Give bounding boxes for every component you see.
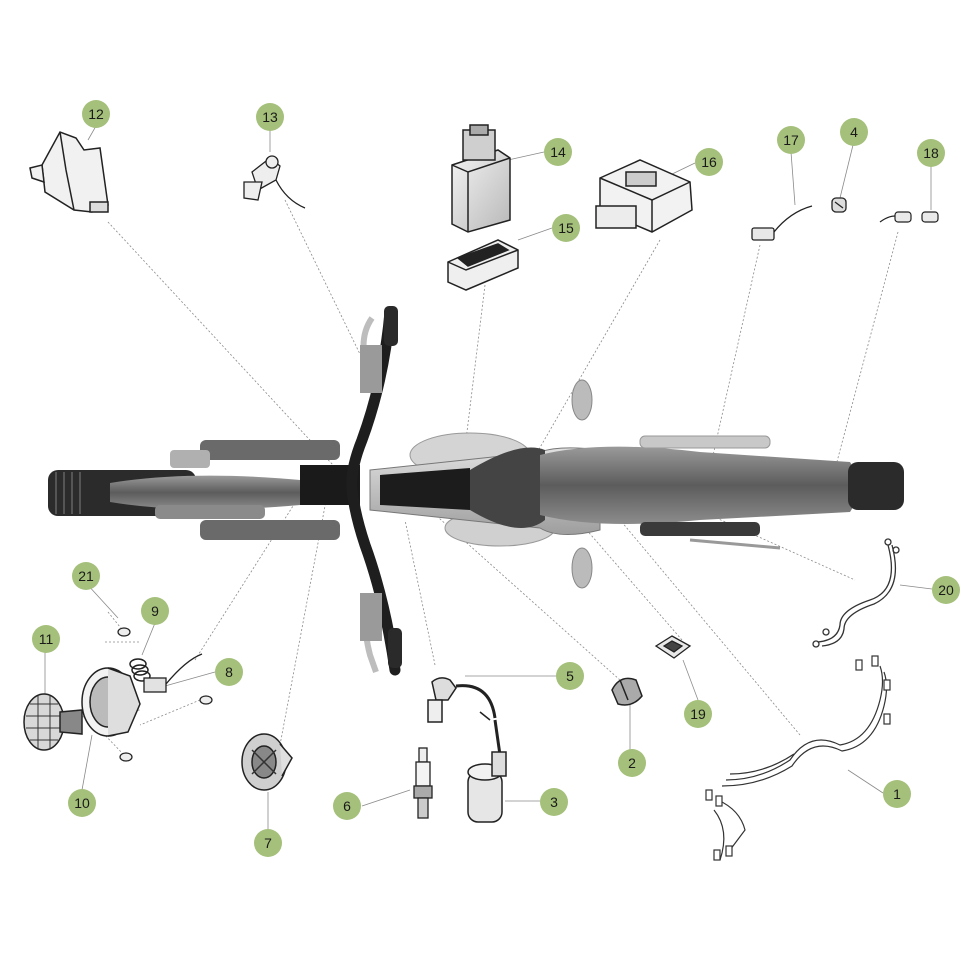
bulb-socket-icon <box>879 211 939 223</box>
callout-13: 13 <box>256 103 284 131</box>
rear-tyre <box>848 462 904 510</box>
callout-3: 3 <box>540 788 568 816</box>
relay-cdi-box-icon <box>451 124 511 233</box>
seat <box>540 446 865 524</box>
rubber-cap-icon <box>611 677 643 706</box>
callout-21: 21 <box>72 562 100 590</box>
spark-plug-icon <box>413 747 433 819</box>
callout-7: 7 <box>254 829 282 857</box>
callout-11: 11 <box>32 625 60 653</box>
horn-icon <box>241 733 293 791</box>
rubber-holder-icon <box>447 239 519 291</box>
callout-14: 14 <box>544 138 572 166</box>
callout-1: 1 <box>883 780 911 808</box>
main-wiring-harness-icon <box>705 655 891 861</box>
wiring-loom-icon <box>812 538 900 648</box>
callout-4: 4 <box>840 118 868 146</box>
callout-9: 9 <box>141 597 169 625</box>
callout-10: 10 <box>68 789 96 817</box>
spring-icon <box>129 658 151 682</box>
clip-nut-icon <box>654 635 692 659</box>
screw-icon <box>117 627 213 762</box>
motorcycle-top-view <box>48 306 904 676</box>
callout-19: 19 <box>684 700 712 728</box>
callout-5: 5 <box>556 662 584 690</box>
wire-connector-icon <box>751 205 813 241</box>
mounting-bracket-icon <box>595 159 693 233</box>
callout-12: 12 <box>82 100 110 128</box>
ignition-coil-icon <box>467 719 507 823</box>
front-fender <box>110 475 300 510</box>
callout-16: 16 <box>695 148 723 176</box>
spark-plug-cap-icon <box>427 677 497 723</box>
switch-housing-icon <box>29 131 109 213</box>
connector-plug-icon <box>143 653 203 693</box>
callout-2: 2 <box>618 749 646 777</box>
callout-18: 18 <box>917 139 945 167</box>
callout-17: 17 <box>777 126 805 154</box>
callout-6: 6 <box>333 792 361 820</box>
headlight-grille-icon <box>23 693 83 751</box>
callout-15: 15 <box>552 214 580 242</box>
callout-8: 8 <box>215 658 243 686</box>
headlight-housing-icon <box>81 667 141 737</box>
handlebar-switch-icon <box>243 155 306 209</box>
callout-20: 20 <box>932 576 960 604</box>
grommet-icon <box>831 197 847 213</box>
